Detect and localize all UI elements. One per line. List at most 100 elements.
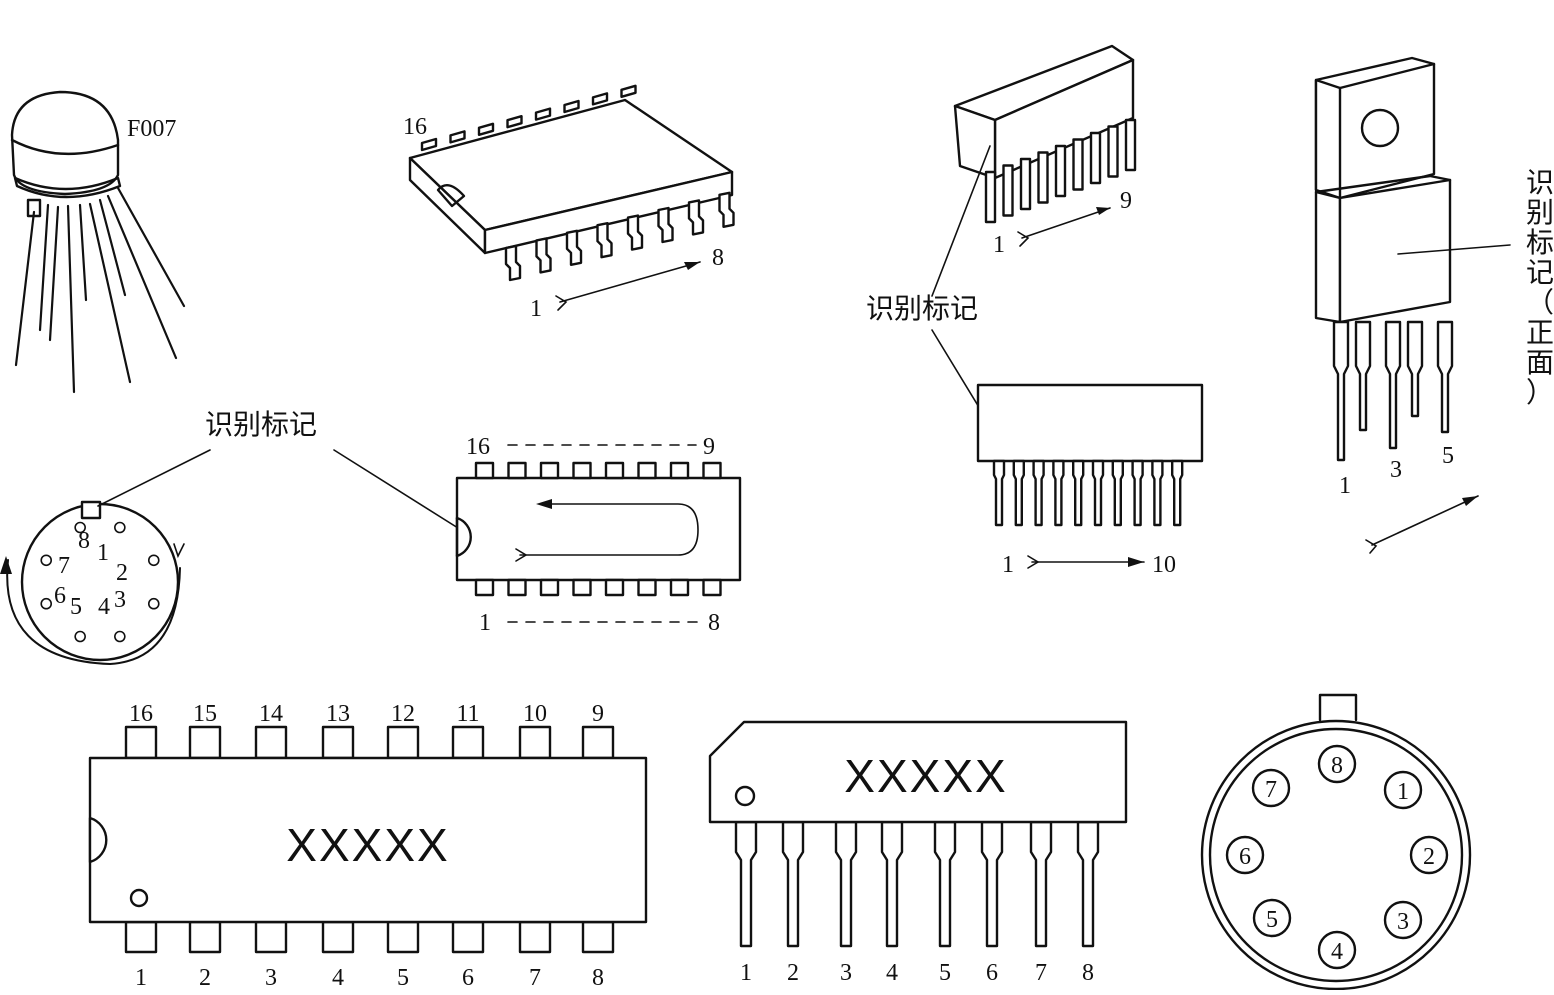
sip-flat-package: 1 10 xyxy=(976,383,1204,578)
round-large-pin-label: 2 xyxy=(1423,844,1435,870)
dip-top-upper-pin xyxy=(572,461,592,480)
dip-top-upper-pin xyxy=(604,461,625,480)
round-small-pin-hole xyxy=(40,554,53,567)
dip-top-lower-pin xyxy=(474,578,495,597)
sipflat-pin xyxy=(1091,459,1105,527)
soic-bottom-pin xyxy=(535,237,552,274)
soic-bottom-pin xyxy=(718,191,735,228)
dip-large-bottom-pin-label: 2 xyxy=(199,965,211,990)
dip-top-upper-pin xyxy=(637,461,657,480)
soic-top-pin xyxy=(506,115,523,129)
dip-large-top-pin-label: 12 xyxy=(391,701,415,727)
soic-bottom-pin xyxy=(687,199,705,236)
sip-large-pin xyxy=(1029,820,1053,948)
soic-bottom-pin xyxy=(596,222,613,259)
dip-top-upper-pin xyxy=(507,461,527,480)
sip-large-pin-label: 3 xyxy=(840,960,852,986)
sip-3d-package: 1 9 xyxy=(953,44,1137,258)
sip3d-pin xyxy=(1002,164,1014,217)
soic-top-pin xyxy=(534,107,552,121)
dip-large-bottom-pin-label: 3 xyxy=(265,965,277,990)
dip-top-upper-pin xyxy=(669,461,690,480)
soic-bottom-pin xyxy=(657,206,674,244)
dip-large-top-pin-label: 13 xyxy=(326,701,350,727)
to220-mark-leader xyxy=(1397,244,1511,255)
sipflat-pin xyxy=(1052,459,1065,527)
dip-large-bottom-pin xyxy=(188,920,222,954)
dip-large-bottom-pin-label: 6 xyxy=(462,965,474,990)
to220-direction-arrow xyxy=(1371,495,1479,546)
sip3d-pin xyxy=(1019,157,1032,211)
to220-pin xyxy=(1384,320,1402,450)
dip-top-upper-pin xyxy=(474,461,495,480)
dip-large-bottom-pin-label: 1 xyxy=(135,965,147,990)
sipflat-pin xyxy=(1131,459,1144,527)
round-small-pin-label: 2 xyxy=(116,560,128,586)
dip-large-top-pin-label: 16 xyxy=(129,701,153,727)
mark-leader-round-small xyxy=(97,449,211,507)
metal-can-package: F007 xyxy=(10,90,186,394)
dip-large-bottom-pin-label: 5 xyxy=(397,965,409,990)
sipflat-pin xyxy=(992,459,1006,527)
sipflat-pin xyxy=(1072,459,1085,527)
dip-large-top-pin xyxy=(386,725,420,760)
dip-large-bottom-pin-label: 7 xyxy=(529,965,541,990)
soic-top-pin xyxy=(420,137,438,152)
dip-large-bottom-pin xyxy=(451,920,485,954)
round-large-pin-circle xyxy=(1317,930,1357,970)
sip-large-pin xyxy=(1076,820,1100,948)
to220-pin xyxy=(1332,320,1350,462)
sip-large-pin-label: 7 xyxy=(1035,960,1047,986)
round-small-pin-label: 8 xyxy=(78,528,90,554)
dip-top-lower-pin xyxy=(637,578,657,597)
sipflat-pin xyxy=(1171,459,1184,527)
soic-pin-8-label: 8 xyxy=(712,245,724,271)
dip-large-top-pin xyxy=(188,725,222,760)
dip-top-upper-pin xyxy=(702,461,722,480)
dip-top-label-9: 9 xyxy=(703,434,715,460)
soic-bottom-pin xyxy=(504,244,522,282)
mark-label-front-char: ） xyxy=(1526,376,1554,409)
dip-large-bottom-pin xyxy=(254,920,288,954)
dip-large-bottom-pin-label: 4 xyxy=(332,965,344,990)
round-small-pin-hole xyxy=(114,630,126,643)
round-large-pin-circle xyxy=(1383,900,1423,940)
round-small-pin-label: 5 xyxy=(70,594,82,620)
dip-large-top-pin-label: 15 xyxy=(193,701,217,727)
mark-label-front-vertical: 识别标记（正面） xyxy=(1526,166,1554,409)
round-large-pin-label: 5 xyxy=(1266,907,1278,933)
round-large-pin-circle xyxy=(1225,835,1265,875)
round-small-pin-label: 1 xyxy=(97,540,109,566)
sipflat-pin xyxy=(1012,459,1025,527)
soic-direction-arrow xyxy=(559,261,701,303)
to220-pin xyxy=(1354,320,1372,432)
sip-large-pin xyxy=(734,820,758,948)
sip-large-pin xyxy=(781,820,805,948)
soic-top-pin xyxy=(477,122,495,136)
dip-large-top-pin-label: 9 xyxy=(592,701,604,727)
soic-pin-1-label: 1 xyxy=(530,296,542,322)
dip-large-top-pin-label: 14 xyxy=(259,701,283,727)
round-small-pin-label: 4 xyxy=(98,594,110,620)
soic-top-pin xyxy=(563,99,580,114)
dip-top-lower-pin xyxy=(604,578,625,597)
soic-pin-16-label: 16 xyxy=(403,114,427,140)
to220-pin-3-label: 3 xyxy=(1390,457,1402,483)
soic-top-pin xyxy=(591,92,609,106)
round-large-pin-label: 1 xyxy=(1397,779,1409,805)
soic-top-pin xyxy=(620,84,637,98)
to220-package: 1 3 5 识别标记（正面） xyxy=(1314,56,1554,554)
to220-pin xyxy=(1406,320,1424,418)
dip-large-bottom-pin xyxy=(321,920,355,954)
dip-top-loop-arrow xyxy=(519,503,699,556)
dip-top-lower-pin xyxy=(702,578,722,597)
sip3d-pin xyxy=(1072,138,1084,191)
round-large-pin-label: 6 xyxy=(1239,844,1251,870)
to220-pin-5-label: 5 xyxy=(1442,443,1454,469)
round-small-pin-label: 7 xyxy=(58,553,70,579)
dip-large-top-pin xyxy=(254,725,288,760)
